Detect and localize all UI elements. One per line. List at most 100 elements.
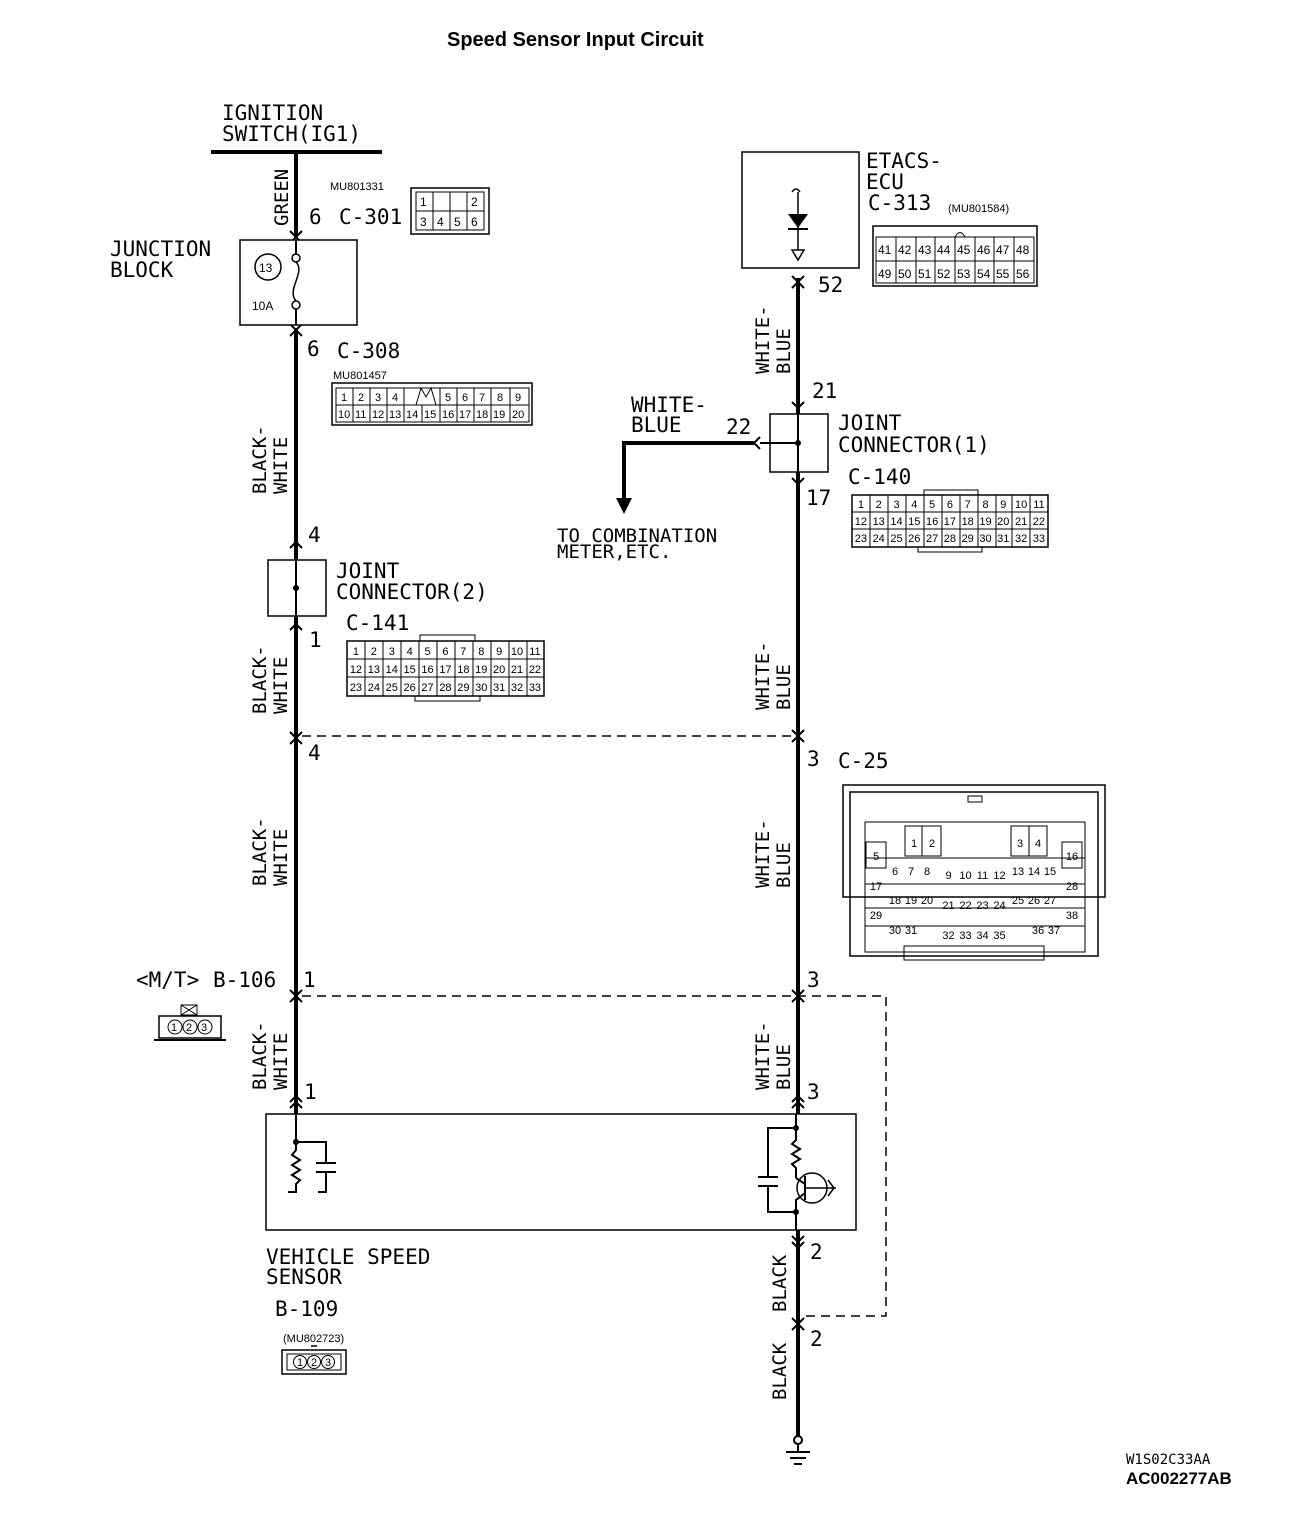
wire-label-white: WHITE [270, 657, 292, 714]
wire-label-white: WHITE [270, 437, 292, 494]
vehicle-speed-sensor: VEHICLE SPEED SENSOR [265, 1113, 857, 1289]
pin-cell: 20 [493, 664, 505, 676]
pin-cell: 18 [889, 895, 901, 907]
pin-label: 1 [304, 1080, 317, 1104]
joint-connector-1: JOINT CONNECTOR(1) [760, 411, 990, 473]
pin-cell: 9 [496, 646, 502, 658]
pin-cell: 19 [979, 516, 991, 528]
pin-cell: 30 [889, 925, 901, 937]
pin-cell: 13 [389, 409, 401, 421]
pin-cell: 6 [462, 392, 468, 404]
pin-cell: 1 [341, 392, 347, 404]
pin-cell: 25 [1012, 895, 1024, 907]
pin-cell: 25 [386, 682, 398, 694]
connector-label-c25: C-25 [838, 749, 889, 773]
pin-cell: 3 [325, 1357, 331, 1369]
pin-cell: 4 [1035, 838, 1041, 850]
pin-cell: 18 [457, 664, 469, 676]
pin-cell: 11 [1033, 499, 1044, 511]
shield-line-bottom [302, 995, 887, 1317]
pin-cell: 26 [404, 682, 416, 694]
pin-cell: 5 [873, 851, 879, 863]
pin-cell: 13 [368, 664, 380, 676]
pin-cell: 28 [439, 682, 451, 694]
pin-label: 52 [818, 273, 843, 297]
pin-cell: 11 [355, 409, 366, 421]
pin-cell: 15 [1044, 866, 1056, 878]
pin-cell: 23 [855, 533, 867, 545]
pin-cell: 15 [404, 664, 416, 676]
part-number-c313: (MU801584) [948, 203, 1009, 215]
ignition-label-2: SWITCH(IG1) [222, 122, 361, 146]
connector-c308-pins: 1 2 3 4 5 6 7 8 9 10 11 12 13 14 15 16 1… [331, 382, 533, 426]
joint-connector-2: JOINT CONNECTOR(2) [267, 559, 488, 617]
pin-cell: 10 [511, 646, 523, 658]
pin-cell: 29 [870, 910, 882, 922]
part-number-c301: MU801331 [330, 181, 384, 193]
pin-label: 4 [308, 523, 321, 547]
pin-cell: 55 [996, 267, 1010, 281]
pin-cell: 11 [977, 870, 988, 882]
pin-label: 22 [726, 415, 751, 439]
pin-cell: 22 [1033, 516, 1045, 528]
pin-cell: 12 [372, 409, 384, 421]
to-meter-label-2: METER,ETC. [557, 541, 671, 563]
pin-cell: 19 [475, 664, 487, 676]
branch-wire-label-2: BLUE [631, 413, 682, 437]
jc2-label-1: JOINT [336, 559, 400, 583]
pin-label: 3 [807, 1080, 820, 1104]
pin-cell: 28 [1066, 881, 1078, 893]
wire-label-white: WHITE- [752, 641, 774, 710]
part-number-b109: (MU802723) [283, 1333, 344, 1345]
pin-cell: 16 [1066, 851, 1078, 863]
pin-cell: 25 [890, 533, 902, 545]
pin-cell: 4 [911, 499, 917, 511]
etacs-label-1: ETACS- [866, 149, 942, 173]
connector-c313-pins: 41 42 43 44 45 46 47 48 49 50 51 52 53 5… [872, 225, 1038, 287]
connector-c140-pins [851, 489, 1049, 553]
pin-cell: 30 [475, 682, 487, 694]
right-connector-marks [791, 275, 805, 1331]
pin-label: 21 [812, 379, 837, 403]
pin-cell: 7 [965, 499, 971, 511]
pin-cell: 2 [358, 392, 364, 404]
pin-cell: 13 [1012, 866, 1024, 878]
pin-cell: 48 [1016, 243, 1030, 257]
pin-cell: 31 [997, 533, 1009, 545]
pin-cell: 15 [424, 409, 436, 421]
pin-label: 2 [810, 1240, 823, 1264]
pin-cell: 9 [1000, 499, 1006, 511]
pin-cell: 12 [993, 870, 1005, 882]
branch-wire [622, 441, 754, 500]
pin-label: 1 [303, 968, 316, 992]
pin-cell: 4 [392, 392, 398, 404]
pin-cell: 37 [1048, 925, 1060, 937]
pin-cell: 1 [353, 646, 359, 658]
connector-b109: 1 2 3 [281, 1345, 347, 1375]
pin-cell: 3 [893, 499, 899, 511]
wire-label-blue: BLUE [773, 328, 795, 374]
pin-cell: 3 [420, 215, 427, 229]
pin-cell: 8 [924, 866, 930, 878]
pin-cell: 8 [982, 499, 988, 511]
vss-label-1: VEHICLE SPEED [266, 1245, 430, 1269]
pin-cell: 20 [921, 895, 933, 907]
pin-cell: 26 [908, 533, 920, 545]
pin-cell: 1 [171, 1022, 177, 1034]
pin-cell: 6 [471, 215, 478, 229]
pin-cell: 33 [529, 682, 541, 694]
ground-symbol [786, 1435, 810, 1465]
connector-c141-pins [346, 634, 545, 702]
pin-cell: 3 [389, 646, 395, 658]
pin-cell: 15 [908, 516, 920, 528]
pin-cell: 24 [993, 900, 1005, 912]
pin-cell: 18 [962, 516, 974, 528]
pin-cell: 23 [350, 682, 362, 694]
connector-label-b109: B-109 [275, 1297, 338, 1321]
pin-cell: 44 [937, 243, 951, 257]
wire-label-black: BLACK- [249, 425, 271, 494]
pin-cell: 56 [1016, 267, 1030, 281]
fuse-number: 13 [259, 261, 273, 275]
